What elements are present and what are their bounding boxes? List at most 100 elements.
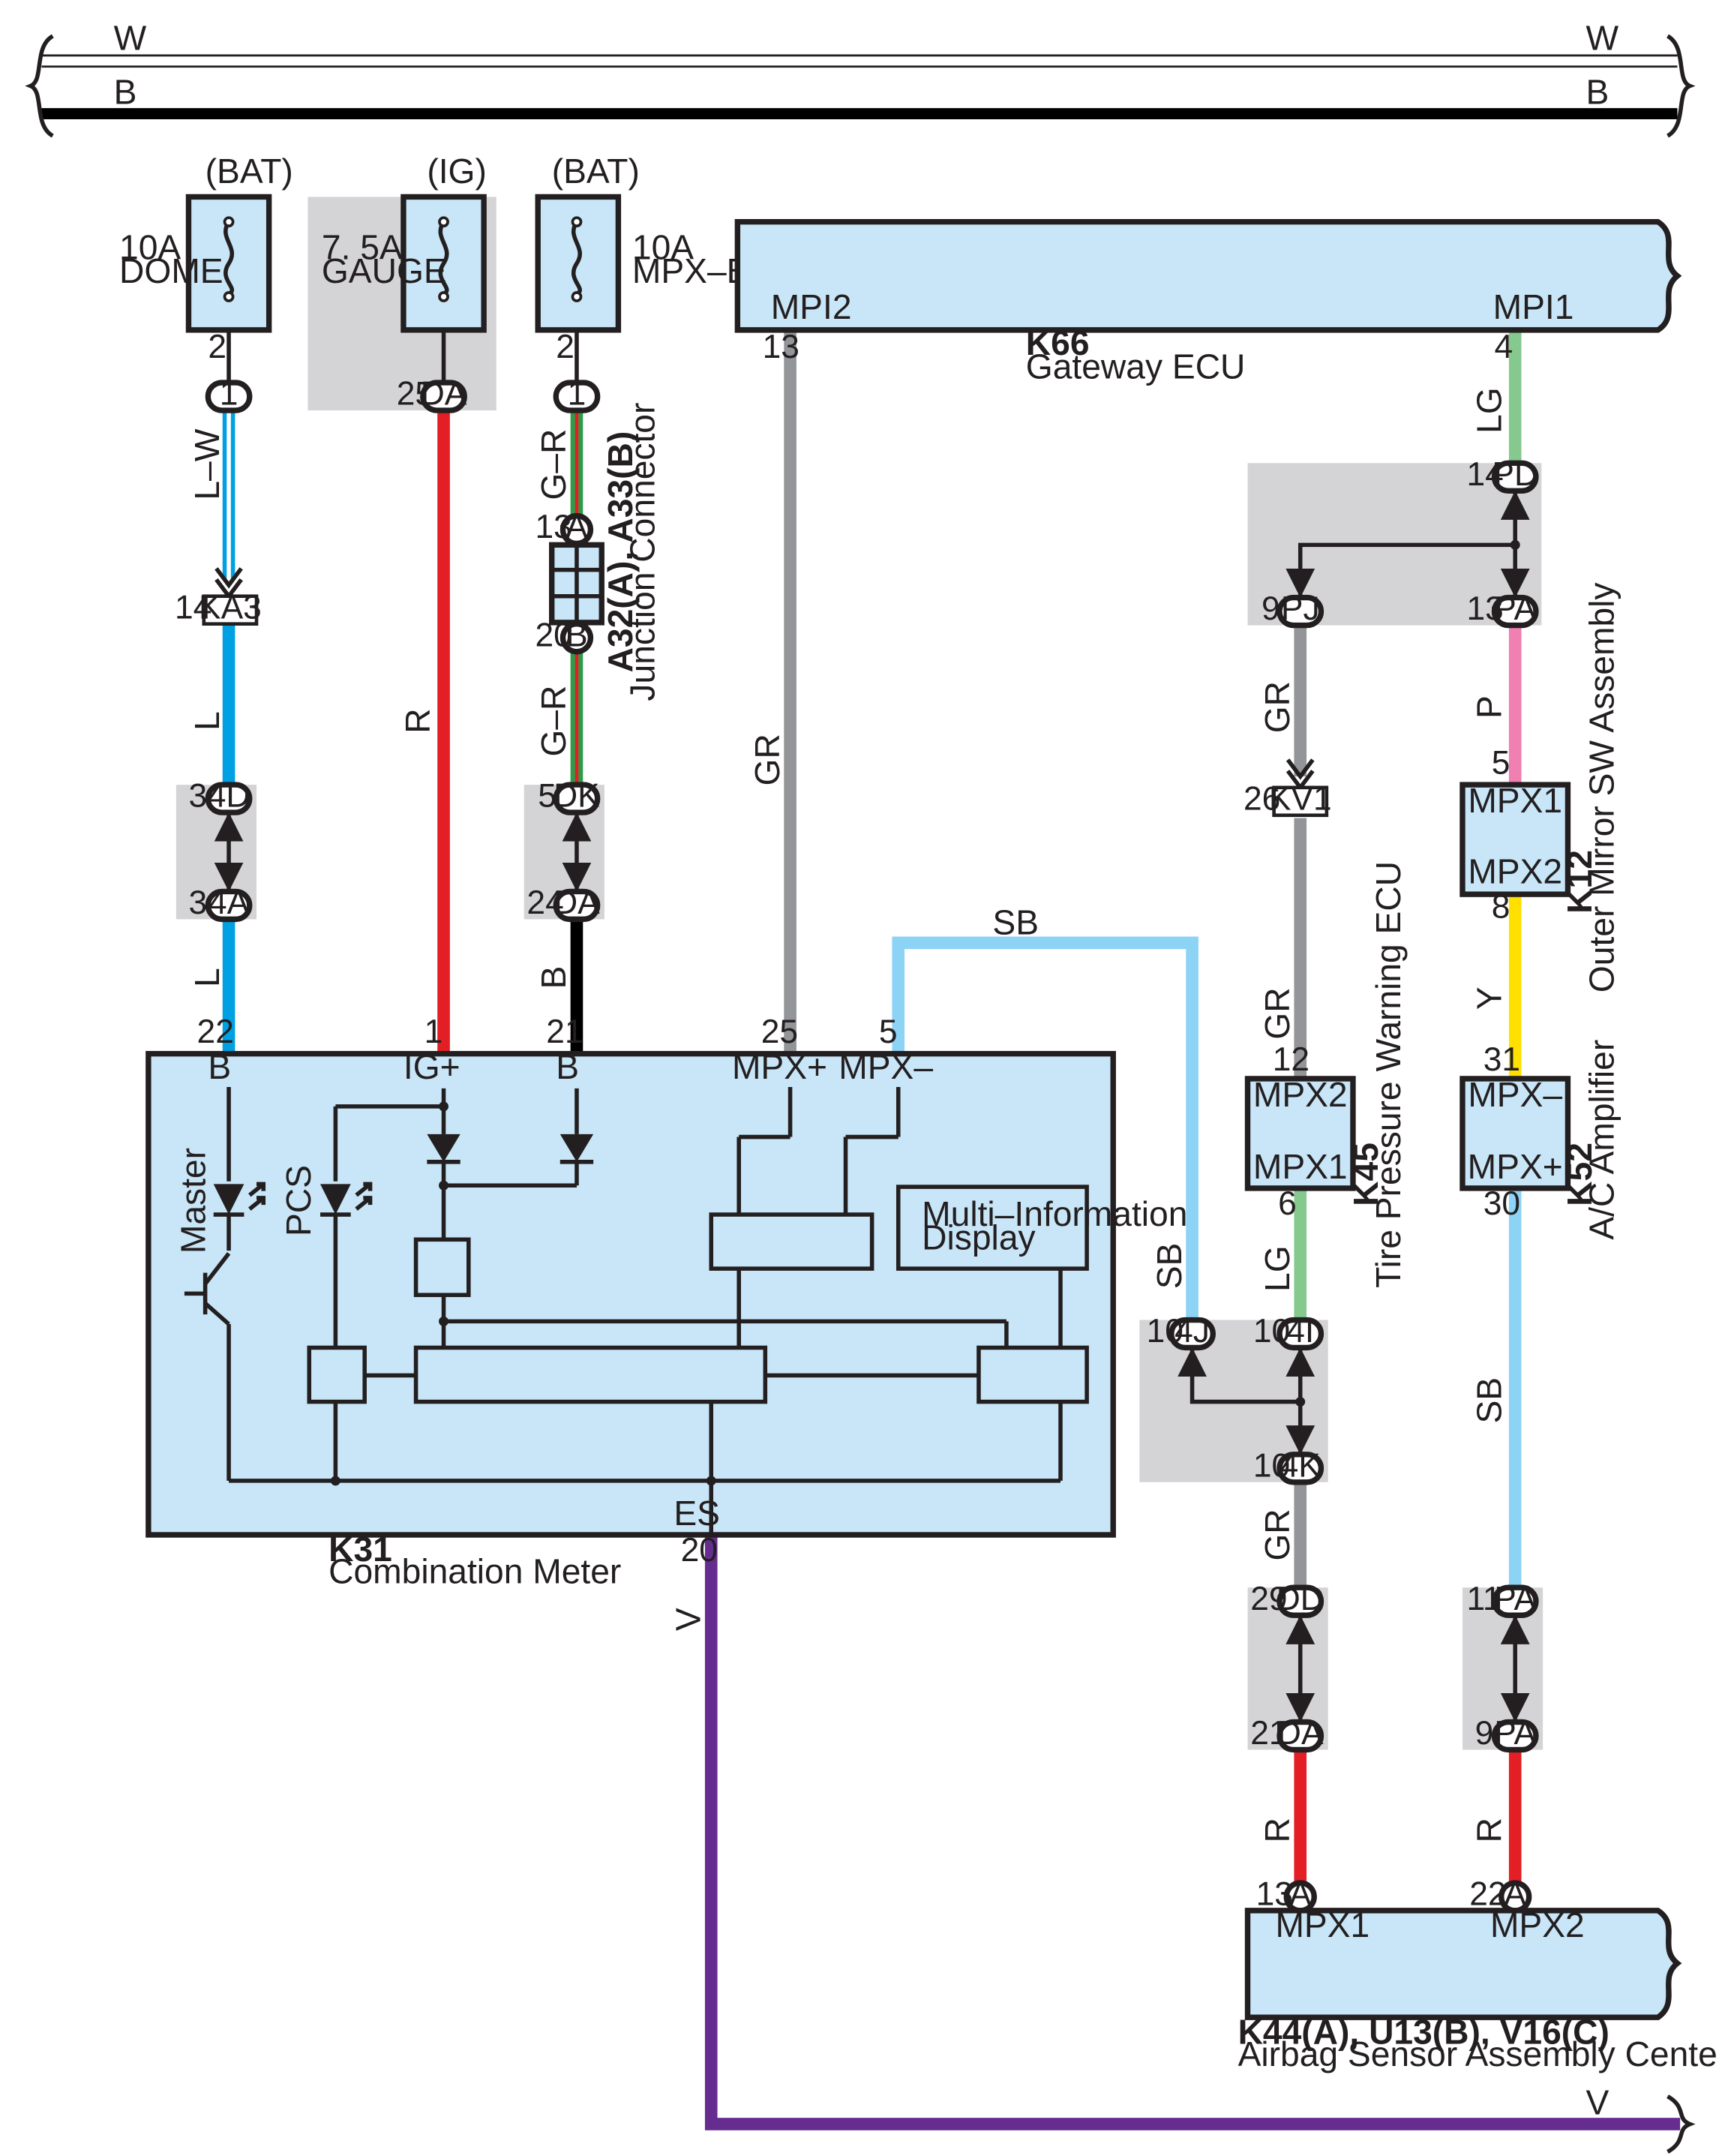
junction-conn-b: B <box>566 617 588 653</box>
wire-label-gr-pj: GR <box>1258 681 1297 733</box>
connector-pa-1: PA <box>1494 1581 1536 1617</box>
meter-label-b2: B <box>556 1047 579 1086</box>
splice-4j: SB SB 4J 10 4I 10 4K 10 <box>992 903 1324 1485</box>
mirror-id: K12 <box>1560 850 1599 914</box>
fuse-dome-connector: 1 <box>220 376 238 413</box>
wire-label-sb-4j: SB <box>1150 1243 1189 1290</box>
connector-pa-2: PA <box>1494 1715 1536 1752</box>
tire-column: GR KV1 26 GR 12 6 LG <box>1244 681 1332 1292</box>
junction-conn-a: A <box>566 509 588 545</box>
pin-mirror-mpx2: 8 <box>1492 889 1510 926</box>
gateway-mpi2-label: MPI2 <box>771 287 852 326</box>
fuse-dome-name: DOME <box>119 251 224 290</box>
fuse-gauge-rating: 7. 5A <box>322 228 403 267</box>
pin-4k: 10 <box>1253 1447 1290 1484</box>
wire-label-l-1: L <box>188 711 226 731</box>
wire-label-l-w: L–W <box>188 428 226 500</box>
connector-pa-top: PA <box>1494 590 1536 627</box>
fuse-mpx-b-name: MPX–B <box>632 251 750 290</box>
airbag-sensor: A 13 A 22 MPX1 MPX2 K44(A), U13(B), V16(… <box>1238 1875 1719 2073</box>
connector-4i: 4I <box>1286 1313 1314 1350</box>
connector-dk: DK <box>554 778 600 815</box>
wire-label-p: P <box>1470 695 1509 719</box>
pin-pa-top: 13 <box>1467 590 1504 627</box>
wire-label-r: R <box>398 708 437 733</box>
connector-pj: PJ <box>1281 590 1320 627</box>
tire-ecu-name: Tire Pressure Warning ECU <box>1369 861 1408 1288</box>
meter-pcs-label: PCS <box>279 1165 318 1236</box>
mirror-mpx2: MPX2 <box>1468 851 1562 890</box>
wire-label-b: B <box>534 966 573 989</box>
airbag-id: K44(A), U13(B), V16(C) <box>1238 2012 1610 2051</box>
fuse-mpx-b-rating: 10A <box>632 228 694 267</box>
combination-meter: 22 1 21 25 5 20 B IG+ B MPX+ MPX– ES <box>146 1013 1187 1631</box>
lower-splices: GR DD 29 DA 21 R PA 11 PA 9 R <box>1250 1509 1539 1842</box>
mirror-mpx1: MPX1 <box>1468 781 1562 820</box>
wire-label-r-2: R <box>1470 1818 1509 1842</box>
wire-label-r-1: R <box>1258 1818 1297 1842</box>
wire-label-l-2: L <box>188 968 226 987</box>
wire-label-g-r-2: G–R <box>534 686 573 757</box>
meter-label-mpxm: MPX– <box>838 1047 933 1086</box>
tire-ecu-mpx2: MPX2 <box>1253 1075 1348 1114</box>
connector-4j: 4J <box>1174 1313 1210 1350</box>
meter-label-mpxp: MPX+ <box>732 1047 827 1086</box>
wire-label-gr-kv1: GR <box>1258 987 1297 1039</box>
pin-dk: 5 <box>538 778 556 815</box>
ac-mpxp: MPX+ <box>1468 1147 1563 1186</box>
tire-ecu: MPX2 MPX1 K45 Tire Pressure Warning ECU <box>1244 861 1408 1288</box>
pin-pa-2: 9 <box>1475 1715 1494 1752</box>
bus-label-w-right: W <box>1586 19 1618 58</box>
meter-name: Combination Meter <box>328 1552 621 1591</box>
top-buses: W W B B <box>25 19 1696 138</box>
meter-pin-b1: 22 <box>197 1013 234 1050</box>
pin-ac-mpxp: 30 <box>1484 1185 1520 1222</box>
fuse-gauge: (IG) 7. 5A GAUGE 25 DA R <box>322 152 487 734</box>
pin-4j: 10 <box>1147 1313 1184 1350</box>
wire-sb-meter <box>892 936 1198 1320</box>
meter-pin-igp: 1 <box>424 1013 443 1050</box>
connector-da-col3: DA <box>554 884 600 921</box>
fuse-mpx-b-pin: 2 <box>556 329 574 365</box>
meter-pin-mpxp: 25 <box>761 1013 798 1050</box>
wire-label-lg-gateway: LG <box>1470 387 1509 434</box>
wire-label-sb-ac: SB <box>1470 1377 1509 1424</box>
meter-pin-es: 20 <box>681 1532 718 1569</box>
wire-v-es <box>704 1534 1681 2130</box>
pin-4i: 10 <box>1253 1313 1290 1350</box>
connector-pd: PD <box>1492 456 1538 493</box>
meter-label-igp: IG+ <box>404 1047 460 1086</box>
pin-pj: 9 <box>1262 590 1280 627</box>
tire-ecu-mpx1: MPX1 <box>1253 1147 1348 1186</box>
airbag-name: Airbag Sensor Assembly Center <box>1238 2034 1719 2073</box>
connector-4a: 4A <box>208 884 250 921</box>
tire-ecu-id: K45 <box>1346 1143 1385 1206</box>
gateway-id: K66 <box>1026 323 1090 362</box>
airbag-conn-1: A <box>1289 1875 1312 1912</box>
airbag-pin-mpx1: 13 <box>1256 1875 1293 1912</box>
meter-master-label: Master <box>174 1148 213 1254</box>
pin-ka3: 14 <box>175 589 212 626</box>
pin-4a: 3 <box>188 884 207 921</box>
pin-tire-mpx2: 12 <box>1273 1041 1310 1078</box>
fuse-dome-pin: 2 <box>208 329 226 365</box>
airbag-mpx1: MPX1 <box>1275 1905 1370 1944</box>
junction-pin-a: 13 <box>536 509 572 545</box>
gateway-pin-mpi2: 13 <box>763 329 800 365</box>
bus-label-b-right: B <box>1586 73 1609 112</box>
pin-pa-1: 11 <box>1467 1581 1502 1617</box>
gateway-pin-mpi1: 4 <box>1494 329 1513 365</box>
bus-label-w-left: W <box>114 19 147 58</box>
meter-label-b1: B <box>208 1047 231 1086</box>
bus-label-b-left: B <box>114 73 137 112</box>
gateway-name: Gateway ECU <box>1026 347 1246 386</box>
airbag-conn-2: A <box>1504 1875 1526 1912</box>
connector-4d: 4D <box>208 778 250 815</box>
mirror-name: Outer Mirror SW Assembly <box>1582 582 1621 992</box>
gateway-mpi1-label: MPI1 <box>1493 287 1574 326</box>
meter-id: K31 <box>328 1530 392 1569</box>
pin-da-lower: 21 <box>1250 1715 1287 1752</box>
ac-name: A/C Amplifier <box>1582 1040 1621 1240</box>
outer-mirror: P 5 MPX1 MPX2 8 K12 Outer Mirror SW Asse… <box>1460 582 1621 1010</box>
connector-ka3: KA3 <box>199 589 262 626</box>
